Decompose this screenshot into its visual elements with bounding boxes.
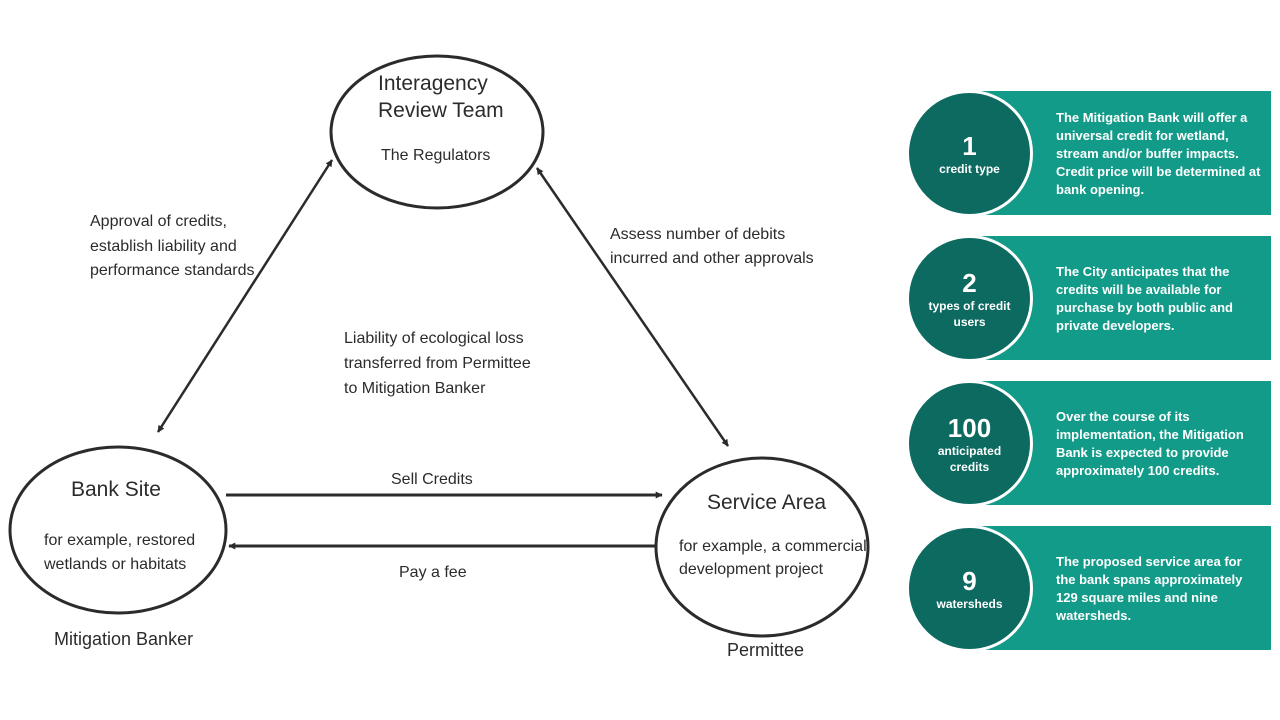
stat-badge: 9 watersheds — [906, 525, 1033, 652]
role-mitigation-banker: Mitigation Banker — [54, 629, 193, 649]
label-assess-line-1: Assess number of debits — [610, 226, 785, 243]
label-liability: Liability of ecological loss transferred… — [344, 330, 531, 397]
label-liability-line-2: transferred from Permittee — [344, 355, 531, 372]
node-interagency-title-line-2: Review Team — [378, 99, 504, 122]
stat-badge: 2 types of credit users — [906, 235, 1033, 362]
label-assess-line-2: incurred and other approvals — [610, 250, 814, 267]
node-service-area-subtitle-line-2: development project — [679, 561, 824, 578]
stat-card-credit-users: The City anticipates that the credits wi… — [906, 235, 1272, 362]
stat-number: 1 — [962, 130, 977, 161]
label-assess: Assess number of debits incurred and oth… — [610, 226, 814, 267]
node-bank-site-subtitle-line-2: wetlands or habitats — [43, 556, 186, 573]
label-approval-line-3: performance standards — [90, 262, 255, 279]
stat-label: credit type — [939, 161, 1000, 176]
stats-panel: The Mitigation Bank will offer a univers… — [906, 90, 1272, 670]
stat-description: The City anticipates that the credits wi… — [1056, 263, 1233, 333]
stat-label: types of credit users — [928, 298, 1011, 329]
stat-label: watersheds — [936, 596, 1003, 611]
stat-number: 9 — [962, 565, 977, 596]
stat-number: 2 — [962, 267, 977, 298]
stat-label: anticipated credits — [937, 443, 1002, 474]
stat-card-watersheds: The proposed service area for the bank s… — [906, 525, 1272, 652]
label-pay-fee: Pay a fee — [399, 564, 467, 581]
node-interagency-subtitle: The Regulators — [381, 147, 490, 164]
stat-description: The Mitigation Bank will offer a univers… — [1056, 109, 1261, 197]
stat-card-credit-type: The Mitigation Bank will offer a univers… — [906, 90, 1272, 217]
role-permittee: Permittee — [727, 640, 804, 660]
label-sell-credits: Sell Credits — [391, 471, 473, 488]
stat-badge: 100 anticipated credits — [906, 380, 1033, 507]
node-bank-site: Bank Site for example, restored wetlands… — [8, 445, 228, 649]
node-interagency-ellipse — [329, 54, 545, 210]
stat-description: The proposed service area for the bank s… — [1056, 553, 1243, 623]
label-approval-line-1: Approval of credits, — [90, 213, 227, 230]
node-service-area-subtitle-line-1: for example, a commercial — [679, 538, 867, 555]
node-interagency-review-team: Interagency Review Team The Regulators — [329, 54, 545, 210]
node-interagency-title-line-1: Interagency — [378, 72, 488, 95]
arrow-interagency-service-area — [535, 167, 730, 447]
stat-badge: 1 credit type — [906, 90, 1033, 217]
label-approval: Approval of credits, establish liability… — [90, 213, 255, 279]
arrow-bank-site-interagency — [156, 159, 334, 433]
node-service-area: Service Area for example, a commercial d… — [654, 456, 870, 660]
label-liability-line-1: Liability of ecological loss — [344, 330, 524, 347]
label-approval-line-2: establish liability and — [90, 238, 237, 255]
node-bank-site-title: Bank Site — [71, 478, 161, 501]
node-bank-site-ellipse — [8, 445, 228, 615]
stat-description: Over the course of its implementation, t… — [1056, 408, 1244, 478]
node-service-area-title: Service Area — [707, 491, 826, 514]
stat-number: 100 — [947, 412, 992, 443]
stat-card-anticipated-credits: Over the course of its implementation, t… — [906, 380, 1272, 507]
node-bank-site-subtitle-line-1: for example, restored — [44, 532, 195, 549]
label-liability-line-3: to Mitigation Banker — [344, 380, 486, 397]
